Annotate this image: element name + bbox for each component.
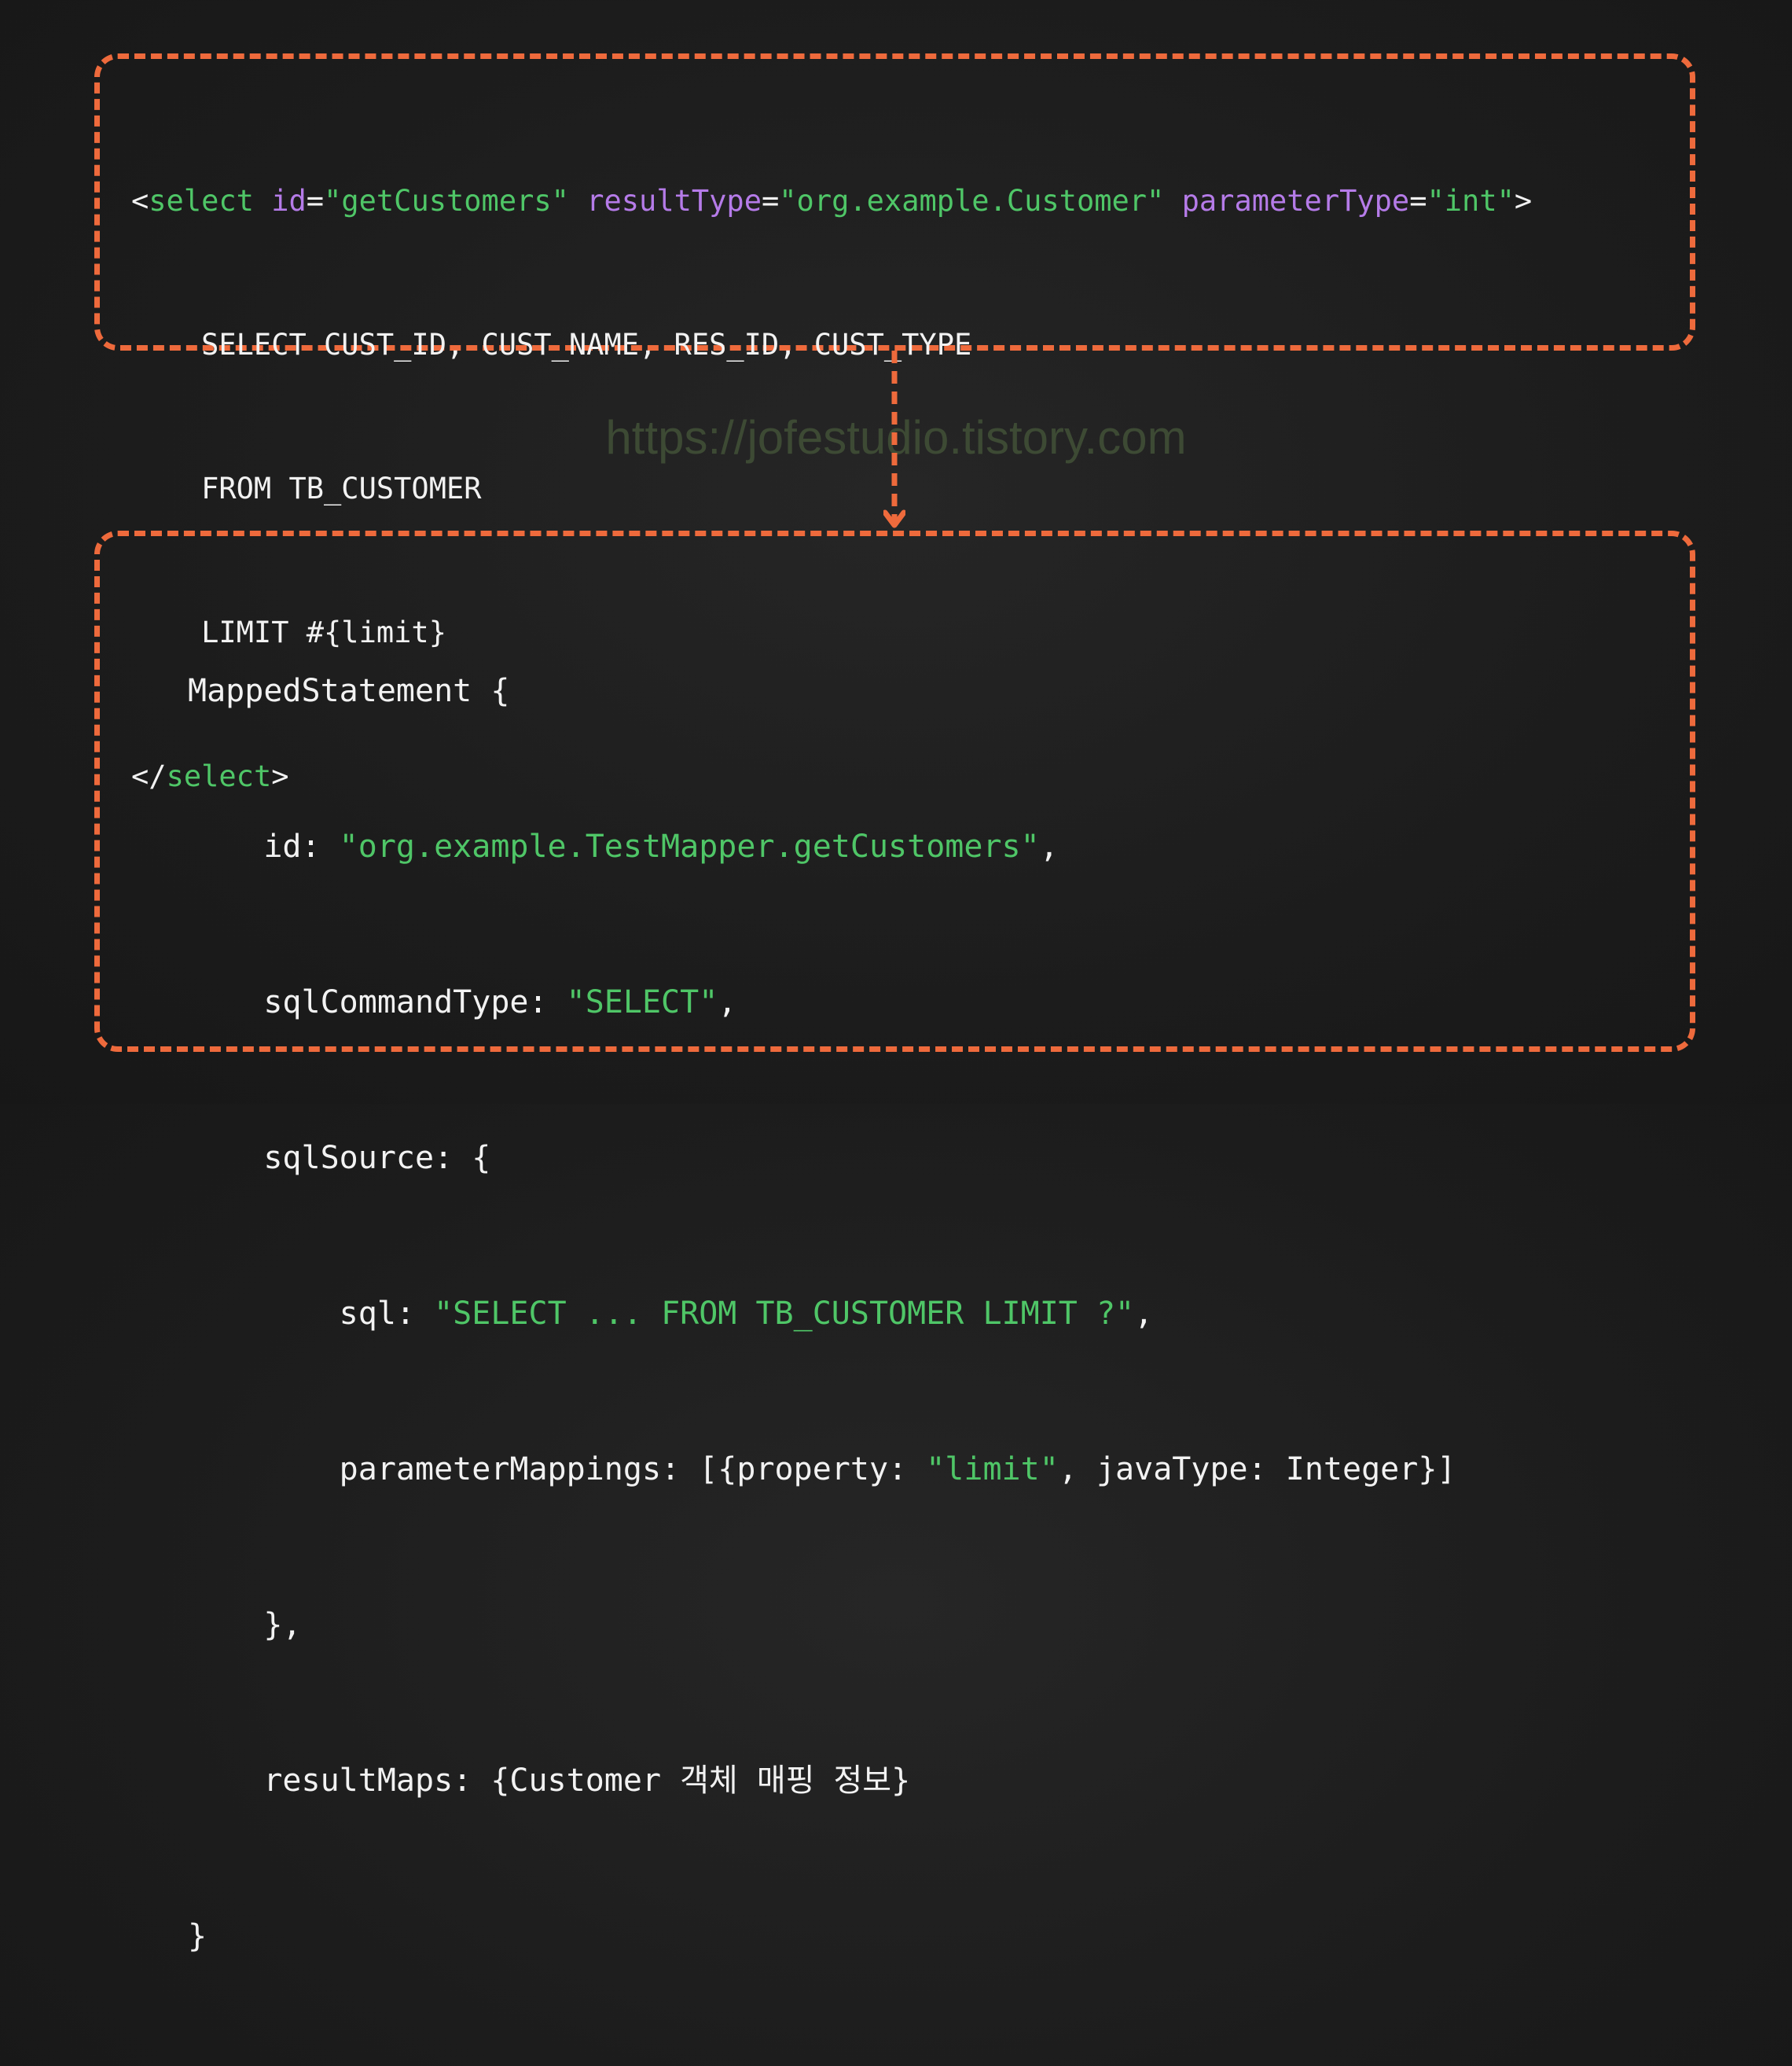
mapped-statement-code: MappedStatement { id: "org.example.TestM… bbox=[188, 561, 1456, 2066]
mapped-sql-line: sql: "SELECT ... FROM TB_CUSTOMER LIMIT … bbox=[188, 1288, 1456, 1340]
arrow-head bbox=[883, 509, 905, 528]
mapped-command-type-line: sqlCommandType: "SELECT", bbox=[188, 976, 1456, 1028]
xml-attr-id: id bbox=[271, 184, 307, 218]
mapped-parameter-mappings-line: parameterMappings: [{property: "limit", … bbox=[188, 1443, 1456, 1495]
mybatis-mapping-diagram: <select id="getCustomers" resultType="or… bbox=[94, 53, 1695, 1954]
mapped-id-value: "org.example.TestMapper.getCustomers" bbox=[339, 829, 1040, 865]
sql-select-line: SELECT CUST_ID, CUST_NAME, RES_ID, CUST_… bbox=[131, 328, 972, 362]
comma: , bbox=[1039, 829, 1059, 865]
mapped-id-line: id: "org.example.TestMapper.getCustomers… bbox=[188, 821, 1456, 873]
xml-equals: = bbox=[1409, 184, 1427, 218]
mapped-parameter-property-value: "limit" bbox=[926, 1451, 1059, 1487]
xml-close-tag-line: </select> bbox=[131, 752, 1532, 800]
xml-tag-name: select bbox=[149, 184, 254, 218]
mapped-id-key: id: bbox=[188, 829, 340, 865]
sql-from-line: FROM TB_CUSTOMER bbox=[131, 472, 482, 505]
xml-attr-parametertype: parameterType bbox=[1181, 184, 1410, 218]
xml-close-tag-name: select bbox=[166, 759, 272, 793]
mapped-sql-value: "SELECT ... FROM TB_CUSTOMER LIMIT ?" bbox=[434, 1296, 1135, 1332]
xml-close-close-bracket: > bbox=[271, 759, 289, 793]
xml-select-box: <select id="getCustomers" resultType="or… bbox=[94, 53, 1695, 793]
xml-space bbox=[569, 184, 586, 218]
mapped-sql-key: sql: bbox=[188, 1296, 435, 1332]
xml-close-bracket: > bbox=[1514, 184, 1533, 218]
mapped-sql-source-close: }, bbox=[188, 1607, 302, 1643]
mapped-statement-open: MappedStatement { bbox=[188, 673, 510, 709]
xml-select-code: <select id="getCustomers" resultType="or… bbox=[131, 81, 1532, 896]
mapped-statement-close: } bbox=[188, 1918, 207, 1954]
dashed-arrow-connector bbox=[883, 351, 905, 528]
xml-open-bracket: < bbox=[131, 184, 149, 218]
mapped-sql-source-open: sqlSource: { bbox=[188, 1140, 491, 1176]
comma: , bbox=[1134, 1296, 1154, 1332]
xml-attr-resulttype: resultType bbox=[586, 184, 762, 218]
xml-attr-resulttype-value: "org.example.Customer" bbox=[779, 184, 1165, 218]
xml-space bbox=[254, 184, 271, 218]
xml-close-open-bracket: </ bbox=[131, 759, 167, 793]
xml-space bbox=[1164, 184, 1181, 218]
sql-limit-line: LIMIT #{limit} bbox=[131, 616, 446, 649]
mapped-result-maps-line: resultMaps: {Customer 객체 매핑 정보} bbox=[188, 1763, 911, 1799]
mapped-command-type-value: "SELECT" bbox=[566, 984, 718, 1020]
mapped-statement-box: MappedStatement { id: "org.example.TestM… bbox=[94, 531, 1695, 1954]
mapped-parameter-mappings-key: parameterMappings: [{property: bbox=[188, 1451, 927, 1487]
xml-equals: = bbox=[306, 184, 325, 218]
xml-open-tag-line: <select id="getCustomers" resultType="or… bbox=[131, 177, 1532, 225]
xml-attr-parametertype-value: "int" bbox=[1427, 184, 1515, 218]
xml-attr-id-value: "getCustomers" bbox=[324, 184, 569, 218]
xml-equals: = bbox=[761, 184, 780, 218]
comma: , bbox=[718, 984, 737, 1020]
mapped-command-type-key: sqlCommandType: bbox=[188, 984, 567, 1020]
mapped-parameter-javatype: , javaType: Integer}] bbox=[1058, 1451, 1456, 1487]
